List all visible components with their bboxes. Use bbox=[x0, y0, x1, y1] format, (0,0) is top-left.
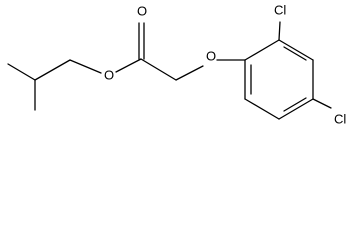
bond-ring-chlorine-para bbox=[312, 98, 332, 109]
bond-ester-oxygen-carbonyl-carbon bbox=[115, 58, 142, 73]
bond-methyl-a bbox=[7, 63, 36, 81]
ester-oxygen-label: O bbox=[104, 68, 114, 83]
structure-diagram: O O O Cl Cl bbox=[7, 3, 346, 127]
ortho-chlorine-label: Cl bbox=[274, 3, 286, 18]
ether-oxygen-label: O bbox=[206, 49, 216, 64]
bond-methylene-ester-oxygen bbox=[69, 59, 102, 74]
ring-bond-5 bbox=[244, 98, 280, 120]
bond-methine-methylene bbox=[34, 59, 71, 81]
ring-inner-double-1 bbox=[283, 46, 307, 61]
para-chlorine-label: Cl bbox=[334, 112, 346, 127]
ring-bond-4 bbox=[278, 98, 314, 120]
bond-carbonyl-carbon-methylene bbox=[140, 58, 177, 81]
bond-methylene-ether-oxygen bbox=[175, 65, 204, 81]
ring-bond-2 bbox=[278, 39, 314, 61]
ring-bond-1 bbox=[244, 39, 280, 61]
carbonyl-oxygen-label: O bbox=[137, 4, 147, 19]
bond-ring-chlorine-ortho bbox=[278, 21, 281, 41]
ring-inner-double-2 bbox=[283, 97, 307, 112]
